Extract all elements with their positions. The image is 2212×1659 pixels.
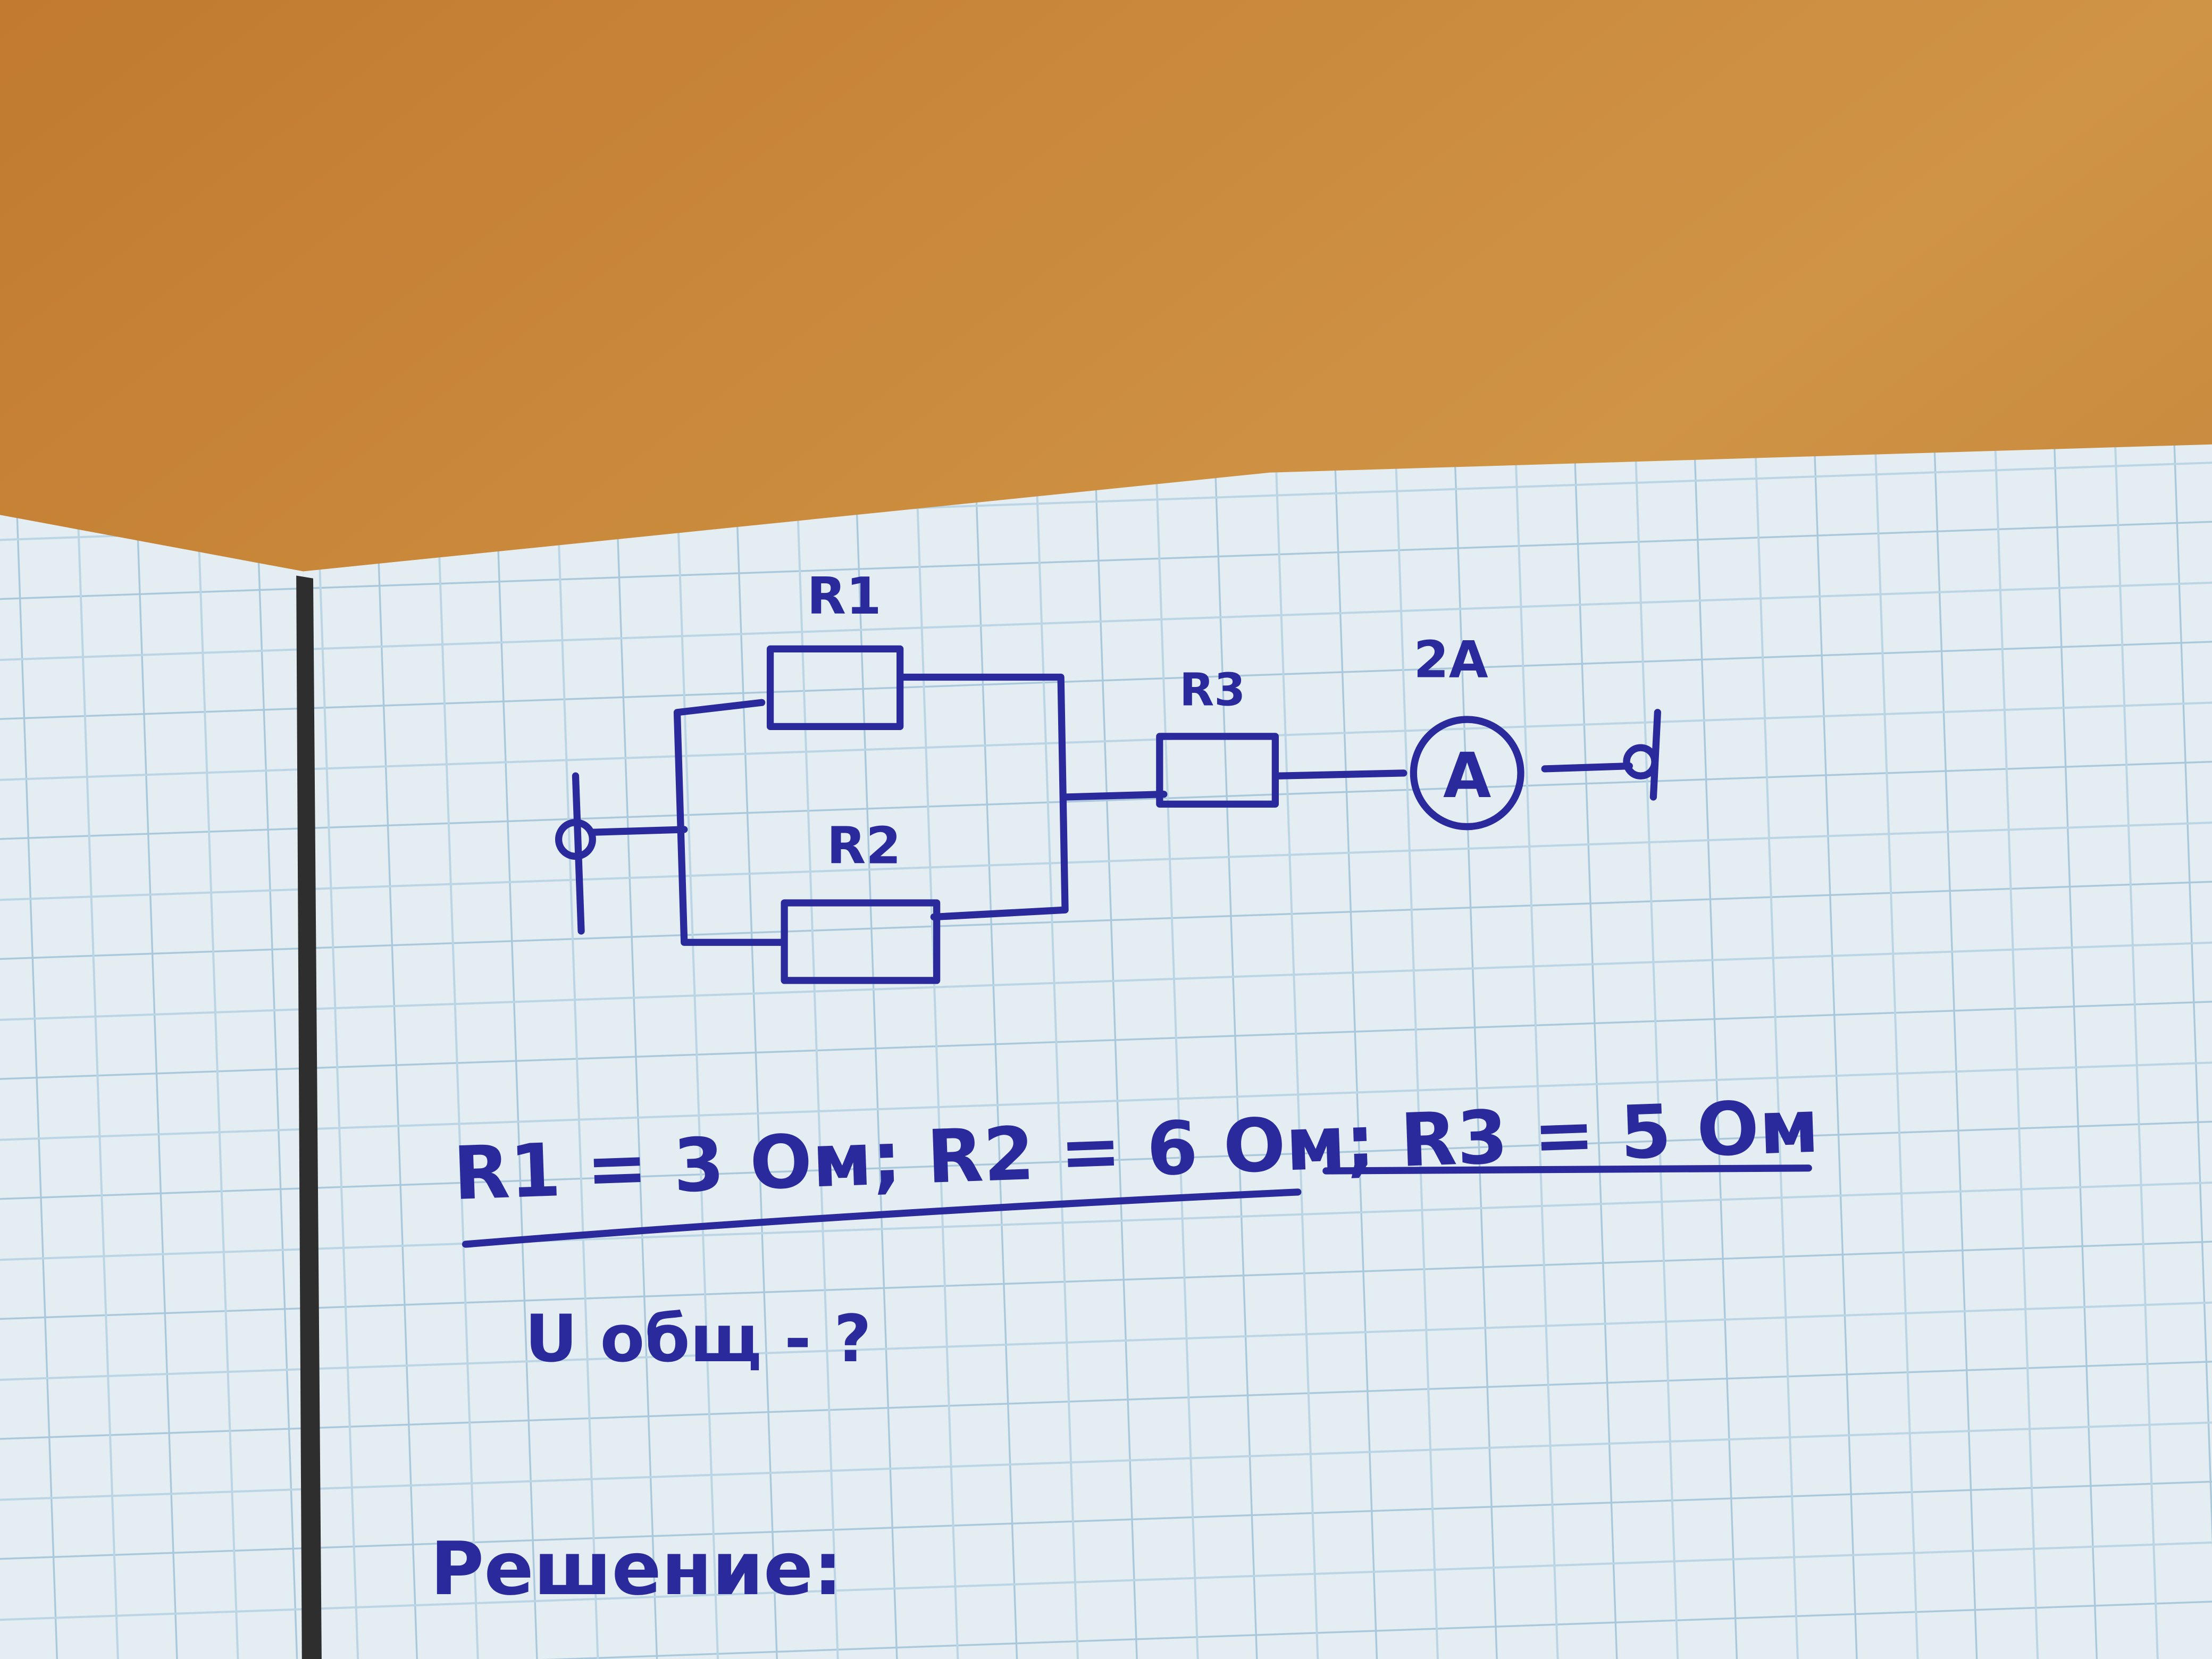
label-r3: R3 [1179,664,1245,717]
circuit: A [555,645,1661,984]
resistor-r2 [781,899,941,984]
right-page [303,444,2212,1659]
ammeter [1410,716,1524,831]
label-r1: R1 [807,566,882,626]
resistor-r3 [1156,733,1279,808]
label-ammeter-reading: 2A [1413,630,1488,689]
solution-heading: Решение: [430,1526,842,1612]
left-page [0,515,304,1659]
notebook-spine [296,575,322,1659]
find-quantity: U общ - ? [525,1301,872,1377]
ammeter-symbol: A [1443,740,1491,812]
resistor-r1 [766,645,904,730]
label-r2: R2 [827,816,901,876]
